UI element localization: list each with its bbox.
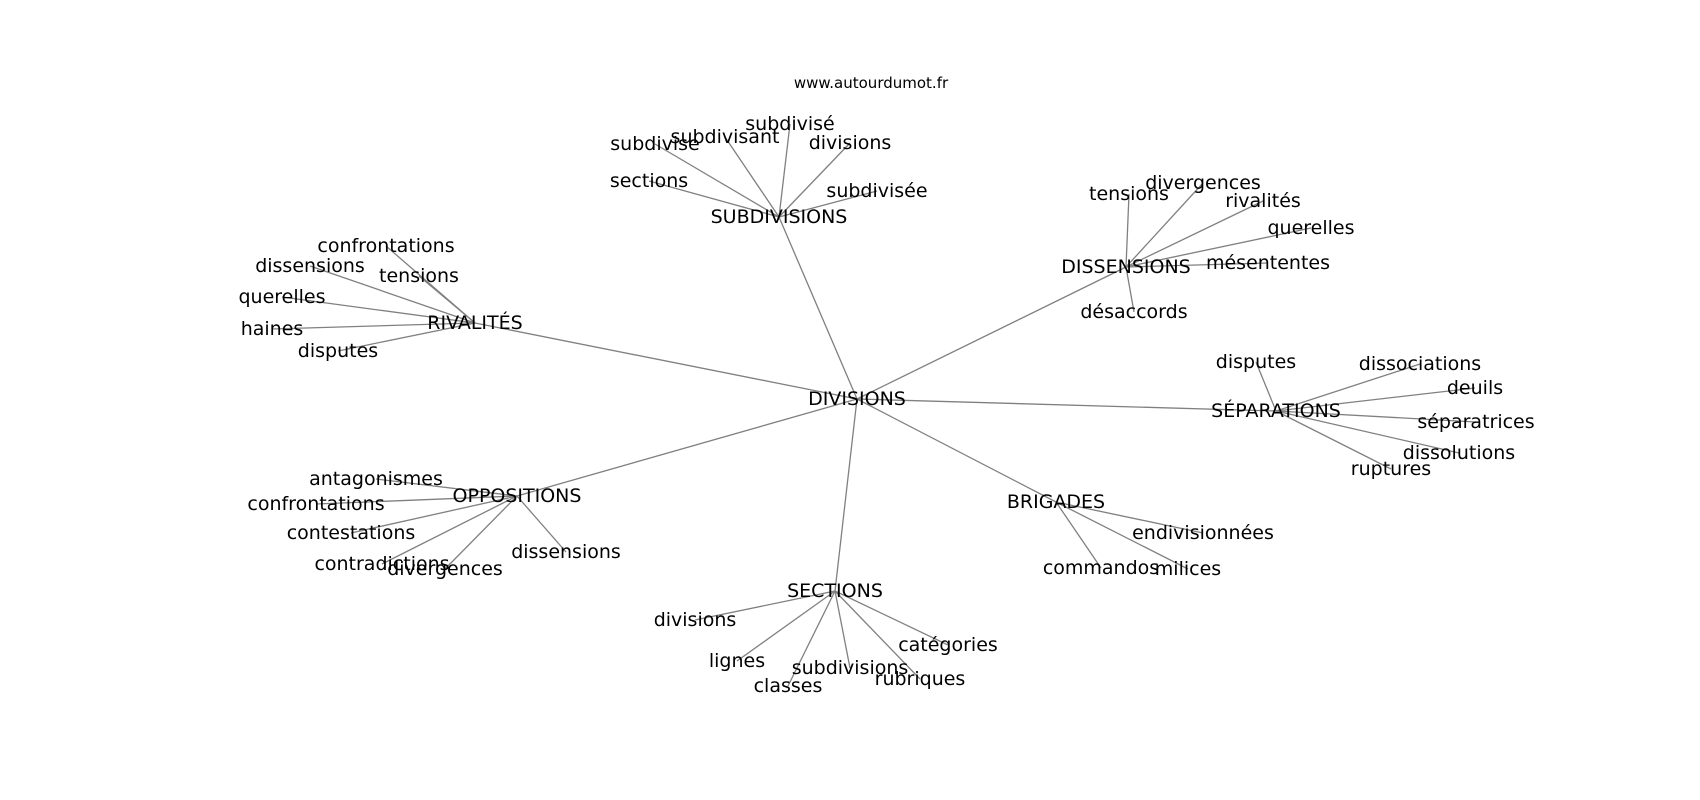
- edge-branch-leaf: [1125, 266, 1135, 313]
- edge-branch-leaf: [1125, 200, 1264, 268]
- branch-node: SÉPARATIONS: [1211, 399, 1341, 422]
- leaf-node: subdivisée: [826, 180, 927, 202]
- edge-branch-leaf: [375, 478, 518, 497]
- edge-branch-leaf: [1125, 227, 1312, 268]
- leaf-node: commandos: [1043, 557, 1159, 579]
- leaf-node: disputes: [298, 340, 378, 362]
- leaf-node: mésententes: [1206, 252, 1330, 274]
- branch-node: SECTIONS: [787, 580, 883, 602]
- leaf-node: tensions: [379, 265, 459, 287]
- leaf-node: milices: [1155, 558, 1221, 580]
- leaf-node: endivisionnées: [1132, 522, 1274, 544]
- leaf-node: dissensions: [255, 255, 365, 277]
- leaf-node: querelles: [1267, 217, 1354, 239]
- edge-branch-leaf: [1275, 410, 1460, 454]
- edge-branch-leaf: [315, 495, 518, 505]
- edge-branch-leaf: [1125, 193, 1130, 268]
- leaf-node: ruptures: [1351, 458, 1431, 480]
- root-node: DIVISIONS: [808, 388, 906, 410]
- leaf-node: subdivisions: [792, 657, 909, 679]
- leaf-node: antagonismes: [309, 468, 443, 490]
- edge-branch-leaf: [648, 180, 780, 218]
- source-url: www.autourdumot.fr: [794, 74, 949, 92]
- edge-branch-leaf: [381, 495, 518, 565]
- leaf-node: catégories: [898, 634, 998, 656]
- edge-branch-leaf: [337, 322, 476, 352]
- edge-branch-leaf: [787, 590, 836, 687]
- edge-branch-leaf: [1275, 410, 1477, 423]
- leaf-node: deuils: [1447, 377, 1503, 399]
- leaf-node: haines: [241, 318, 304, 340]
- leaf-node: confrontations: [317, 235, 454, 257]
- edge-branch-leaf: [724, 136, 780, 218]
- branch-node: RIVALITÉS: [427, 311, 522, 334]
- leaf-node: désaccords: [1080, 301, 1187, 323]
- leaf-node: contestations: [287, 522, 416, 544]
- edge-branch-leaf: [1275, 363, 1421, 412]
- edge-root-branch: [856, 398, 1277, 412]
- leaf-node: rubriques: [875, 668, 966, 690]
- edge-branch-leaf: [1055, 501, 1204, 534]
- edge-branch-leaf: [778, 123, 791, 218]
- leaf-node: séparatrices: [1417, 411, 1534, 433]
- edge-branch-leaf: [516, 495, 567, 553]
- leaf-node: dissensions: [511, 541, 621, 563]
- edge-root-branch: [834, 398, 858, 592]
- edge-branch-leaf: [834, 590, 851, 669]
- edge-branch-leaf: [778, 190, 878, 218]
- edge-branch-leaf: [1125, 182, 1204, 268]
- edge-branch-leaf: [1055, 501, 1189, 570]
- edge-root-branch: [856, 266, 1127, 400]
- edge-branch-leaf: [834, 590, 921, 680]
- leaf-node: divisions: [654, 609, 737, 631]
- leaf-node: divergences: [1145, 172, 1261, 194]
- edge-branch-leaf: [778, 142, 851, 218]
- leaf-node: divergences: [387, 558, 503, 580]
- leaf-node: subdivisé: [745, 113, 834, 135]
- leaf-node: sections: [610, 170, 688, 192]
- edge-branch-leaf: [694, 590, 836, 621]
- edge-branch-leaf: [1125, 262, 1269, 268]
- branch-node: DISSENSIONS: [1061, 256, 1190, 278]
- edge-branch-leaf: [418, 275, 476, 324]
- edge-root-branch: [856, 398, 1057, 503]
- branch-node: OPPOSITIONS: [453, 485, 582, 507]
- edge-branch-leaf: [271, 322, 476, 330]
- leaf-node: divisions: [809, 132, 892, 154]
- leaf-node: disputes: [1216, 351, 1296, 373]
- branch-node: BRIGADES: [1007, 491, 1105, 513]
- edge-branch-leaf: [736, 590, 836, 662]
- edge-branch-leaf: [1275, 387, 1476, 412]
- edge-branch-leaf: [309, 265, 476, 324]
- edge-branch-leaf: [1055, 501, 1102, 569]
- graph-labels: www.autourdumot.fr subdivisésubdivisants…: [238, 74, 1534, 697]
- leaf-node: dissolutions: [1403, 442, 1515, 464]
- leaf-node: classes: [754, 675, 823, 697]
- edge-root-branch: [474, 322, 858, 400]
- edge-branch-leaf: [1255, 361, 1277, 412]
- branch-node: SUBDIVISIONS: [711, 206, 848, 228]
- leaf-node: subdivisant: [671, 126, 780, 148]
- edge-branch-leaf: [1275, 410, 1392, 470]
- edge-branch-leaf: [281, 296, 476, 324]
- leaf-node: confrontations: [247, 493, 384, 515]
- leaf-node: rivalités: [1225, 190, 1301, 212]
- edge-branch-leaf: [654, 143, 780, 218]
- leaf-node: dissociations: [1359, 353, 1481, 375]
- leaf-node: subdivise: [610, 133, 699, 155]
- leaf-node: tensions: [1089, 183, 1169, 205]
- edge-root-branch: [516, 398, 858, 497]
- graph-edges: [271, 123, 1477, 687]
- edge-branch-leaf: [350, 495, 518, 534]
- edge-root-branch: [778, 216, 858, 400]
- leaf-node: querelles: [238, 286, 325, 308]
- leaf-node: contradictions: [314, 553, 449, 575]
- edge-branch-leaf: [444, 495, 518, 570]
- leaf-node: lignes: [709, 650, 765, 672]
- edge-branch-leaf: [834, 590, 949, 646]
